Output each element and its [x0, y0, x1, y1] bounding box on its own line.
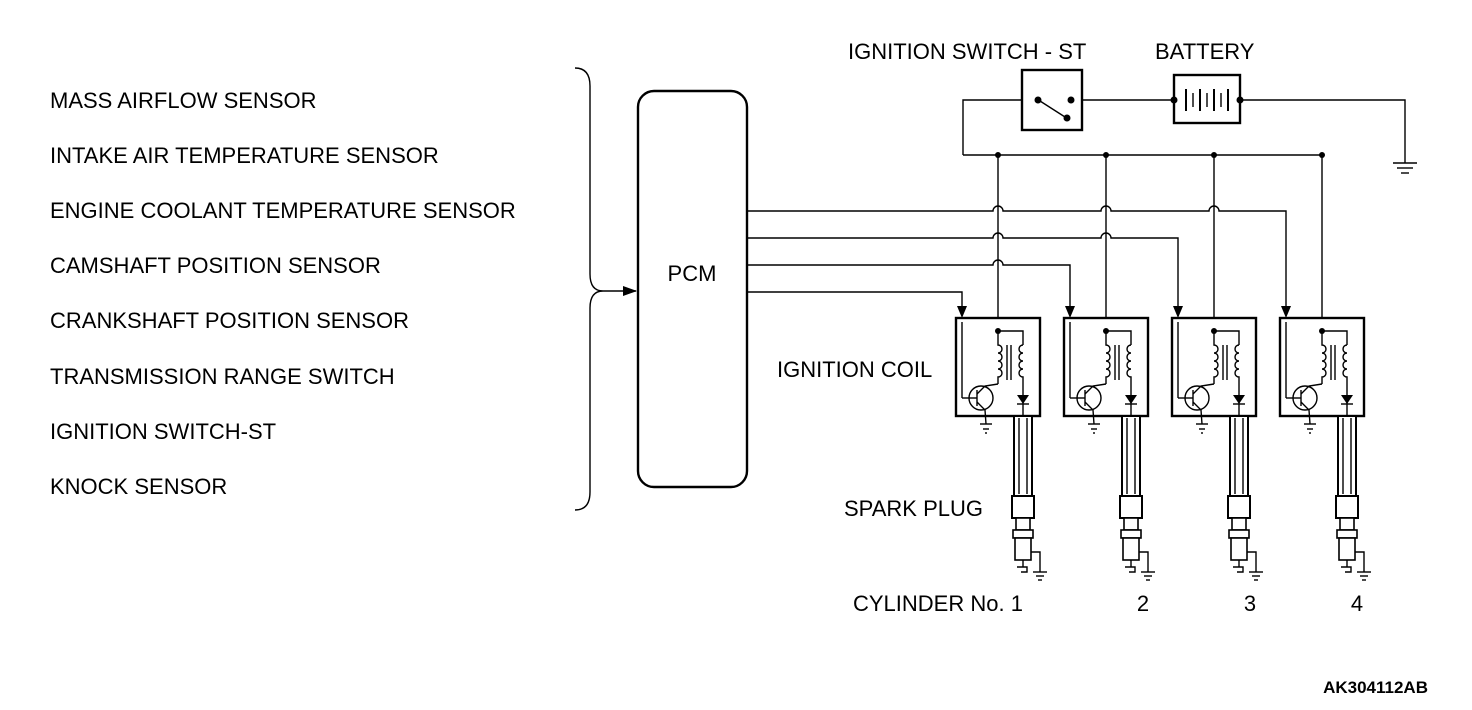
input-label-crankshaft-position-sensor: CRANKSHAFT POSITION SENSOR [50, 308, 409, 333]
cylinder-label-1: CYLINDER No. 1 [853, 591, 1023, 616]
input-label-knock-sensor: KNOCK SENSOR [50, 474, 227, 499]
ignition-switch-symbol [1020, 68, 1084, 132]
battery-label: BATTERY [1155, 39, 1255, 64]
input-label-ignition-switch-st: IGNITION SWITCH-ST [50, 419, 276, 444]
input-sensor-list: MASS AIRFLOW SENSOR INTAKE AIR TEMPERATU… [50, 88, 516, 499]
cylinder-label-2: 2 [1137, 591, 1149, 616]
pcm-trigger-wiring [747, 205, 1291, 318]
pcm-label: PCM [668, 261, 717, 286]
ignition-switch-st-label: IGNITION SWITCH - ST [848, 39, 1086, 64]
cylinder-label-3: 3 [1244, 591, 1256, 616]
input-label-mass-airflow-sensor: MASS AIRFLOW SENSOR [50, 88, 317, 113]
ignition-unit-cylinder-4 [1278, 155, 1371, 581]
input-group-brace [574, 67, 604, 511]
input-label-intake-air-temperature-sensor: INTAKE AIR TEMPERATURE SENSOR [50, 143, 439, 168]
input-label-transmission-range-switch: TRANSMISSION RANGE SWITCH [50, 364, 395, 389]
pcm-block [636, 89, 749, 489]
spark-plug-label: SPARK PLUG [844, 496, 983, 521]
power-supply-wiring [962, 99, 1406, 163]
battery-symbol [1170, 73, 1244, 125]
ignition-unit-cylinder-3 [1170, 155, 1263, 581]
ignition-unit-cylinder-1 [954, 155, 1047, 581]
input-label-camshaft-position-sensor: CAMSHAFT POSITION SENSOR [50, 253, 381, 278]
battery-ground-symbol [1393, 162, 1417, 174]
figure-code: AK304112AB [1323, 678, 1428, 697]
ignition-unit-cylinder-2 [1062, 155, 1155, 581]
cylinder-label-4: 4 [1351, 591, 1363, 616]
input-arrow-head [623, 286, 637, 296]
input-label-engine-coolant-temperature-sensor: ENGINE COOLANT TEMPERATURE SENSOR [50, 198, 516, 223]
ignition-coil-label: IGNITION COIL [777, 357, 932, 382]
